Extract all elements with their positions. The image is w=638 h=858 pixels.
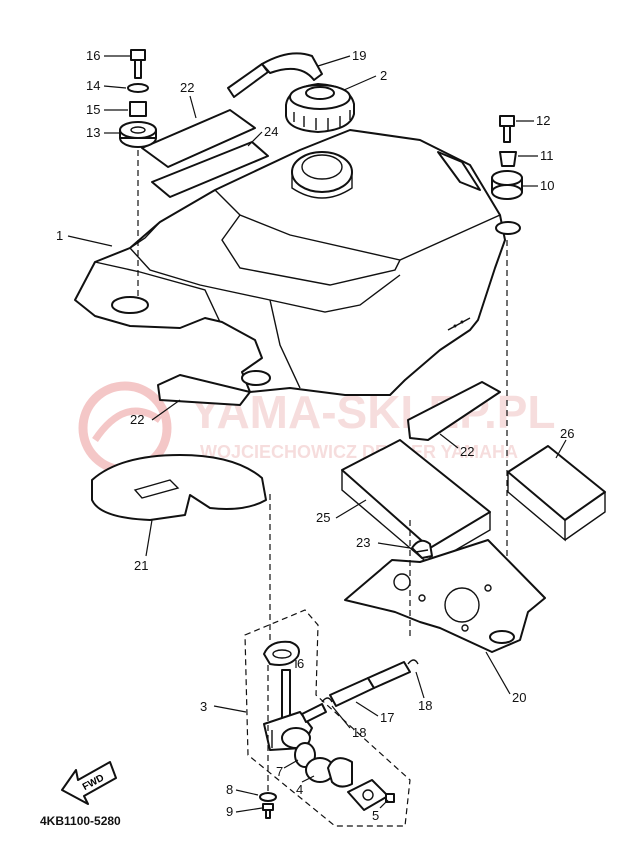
screw-9: [262, 803, 274, 819]
callout-2: 2: [380, 68, 387, 83]
damper-24: [151, 141, 269, 198]
heat-plate-20: [344, 539, 546, 653]
grommet-13: [119, 121, 157, 148]
callout-10: 10: [540, 178, 554, 193]
callout-24: 24: [264, 124, 278, 139]
callout-5: 5: [372, 808, 379, 823]
screw-5: [385, 793, 395, 803]
collar-11: [499, 151, 517, 167]
callout-20: 20: [512, 690, 526, 705]
washer-14: [127, 83, 149, 93]
fuel-cap: [285, 83, 355, 133]
callout-6: 6: [297, 656, 304, 671]
lever-knob: [327, 757, 353, 788]
callout-1: 1: [56, 228, 63, 243]
watermark-logo-mark: [92, 407, 163, 442]
damper-22-lower-right: [407, 381, 501, 441]
washer-8: [259, 792, 277, 802]
collar-15: [129, 101, 147, 117]
breather-hose: [227, 52, 323, 98]
gasket-6: [263, 640, 300, 666]
callout-9: 9: [226, 804, 233, 819]
callout-17: 17: [380, 710, 394, 725]
seal-plate-21: [91, 454, 267, 521]
bolt-16: [130, 49, 146, 79]
callouts: 1 2 3 4 5 6 7 8 9 10 11 12 13: [56, 48, 574, 823]
callout-22-top: 22: [180, 80, 194, 95]
callout-13: 13: [86, 125, 100, 140]
callout-3: 3: [200, 699, 207, 714]
callout-15: 15: [86, 102, 100, 117]
fuel-cock-assembly-outline: [244, 609, 411, 827]
callout-26: 26: [560, 426, 574, 441]
callout-8: 8: [226, 782, 233, 797]
damper-22-top: [141, 109, 256, 168]
watermark-line2: WOJCIECHOWICZ DEALER YAMAHA: [200, 442, 518, 462]
damper-22-lower-left: [157, 374, 251, 406]
clip-18-right: [407, 659, 419, 665]
pad-26: [507, 445, 606, 542]
callout-12: 12: [536, 113, 550, 128]
clip-23: [411, 539, 433, 559]
callout-22-lower-right: 22: [460, 444, 474, 459]
fuel-hose-17: [329, 661, 411, 707]
callout-19: 19: [352, 48, 366, 63]
callout-22-lower-left: 22: [130, 412, 144, 427]
callout-21: 21: [134, 558, 148, 573]
callout-18-right: 18: [418, 698, 432, 713]
callout-4: 4: [296, 782, 303, 797]
callout-25: 25: [316, 510, 330, 525]
clip-18-left: [321, 697, 333, 703]
bolt-12: [499, 115, 515, 143]
fwd-arrow-icon: FWD: [61, 761, 117, 805]
callout-16: 16: [86, 48, 100, 63]
part-code: 4KB1100-5280: [40, 814, 121, 828]
callout-23: 23: [356, 535, 370, 550]
callout-7: 7: [276, 764, 283, 779]
callout-18-left: 18: [352, 725, 366, 740]
callout-14: 14: [86, 78, 100, 93]
callout-11: 11: [540, 148, 554, 163]
grommet-10: [491, 170, 523, 200]
fuel-tank: [74, 129, 521, 396]
